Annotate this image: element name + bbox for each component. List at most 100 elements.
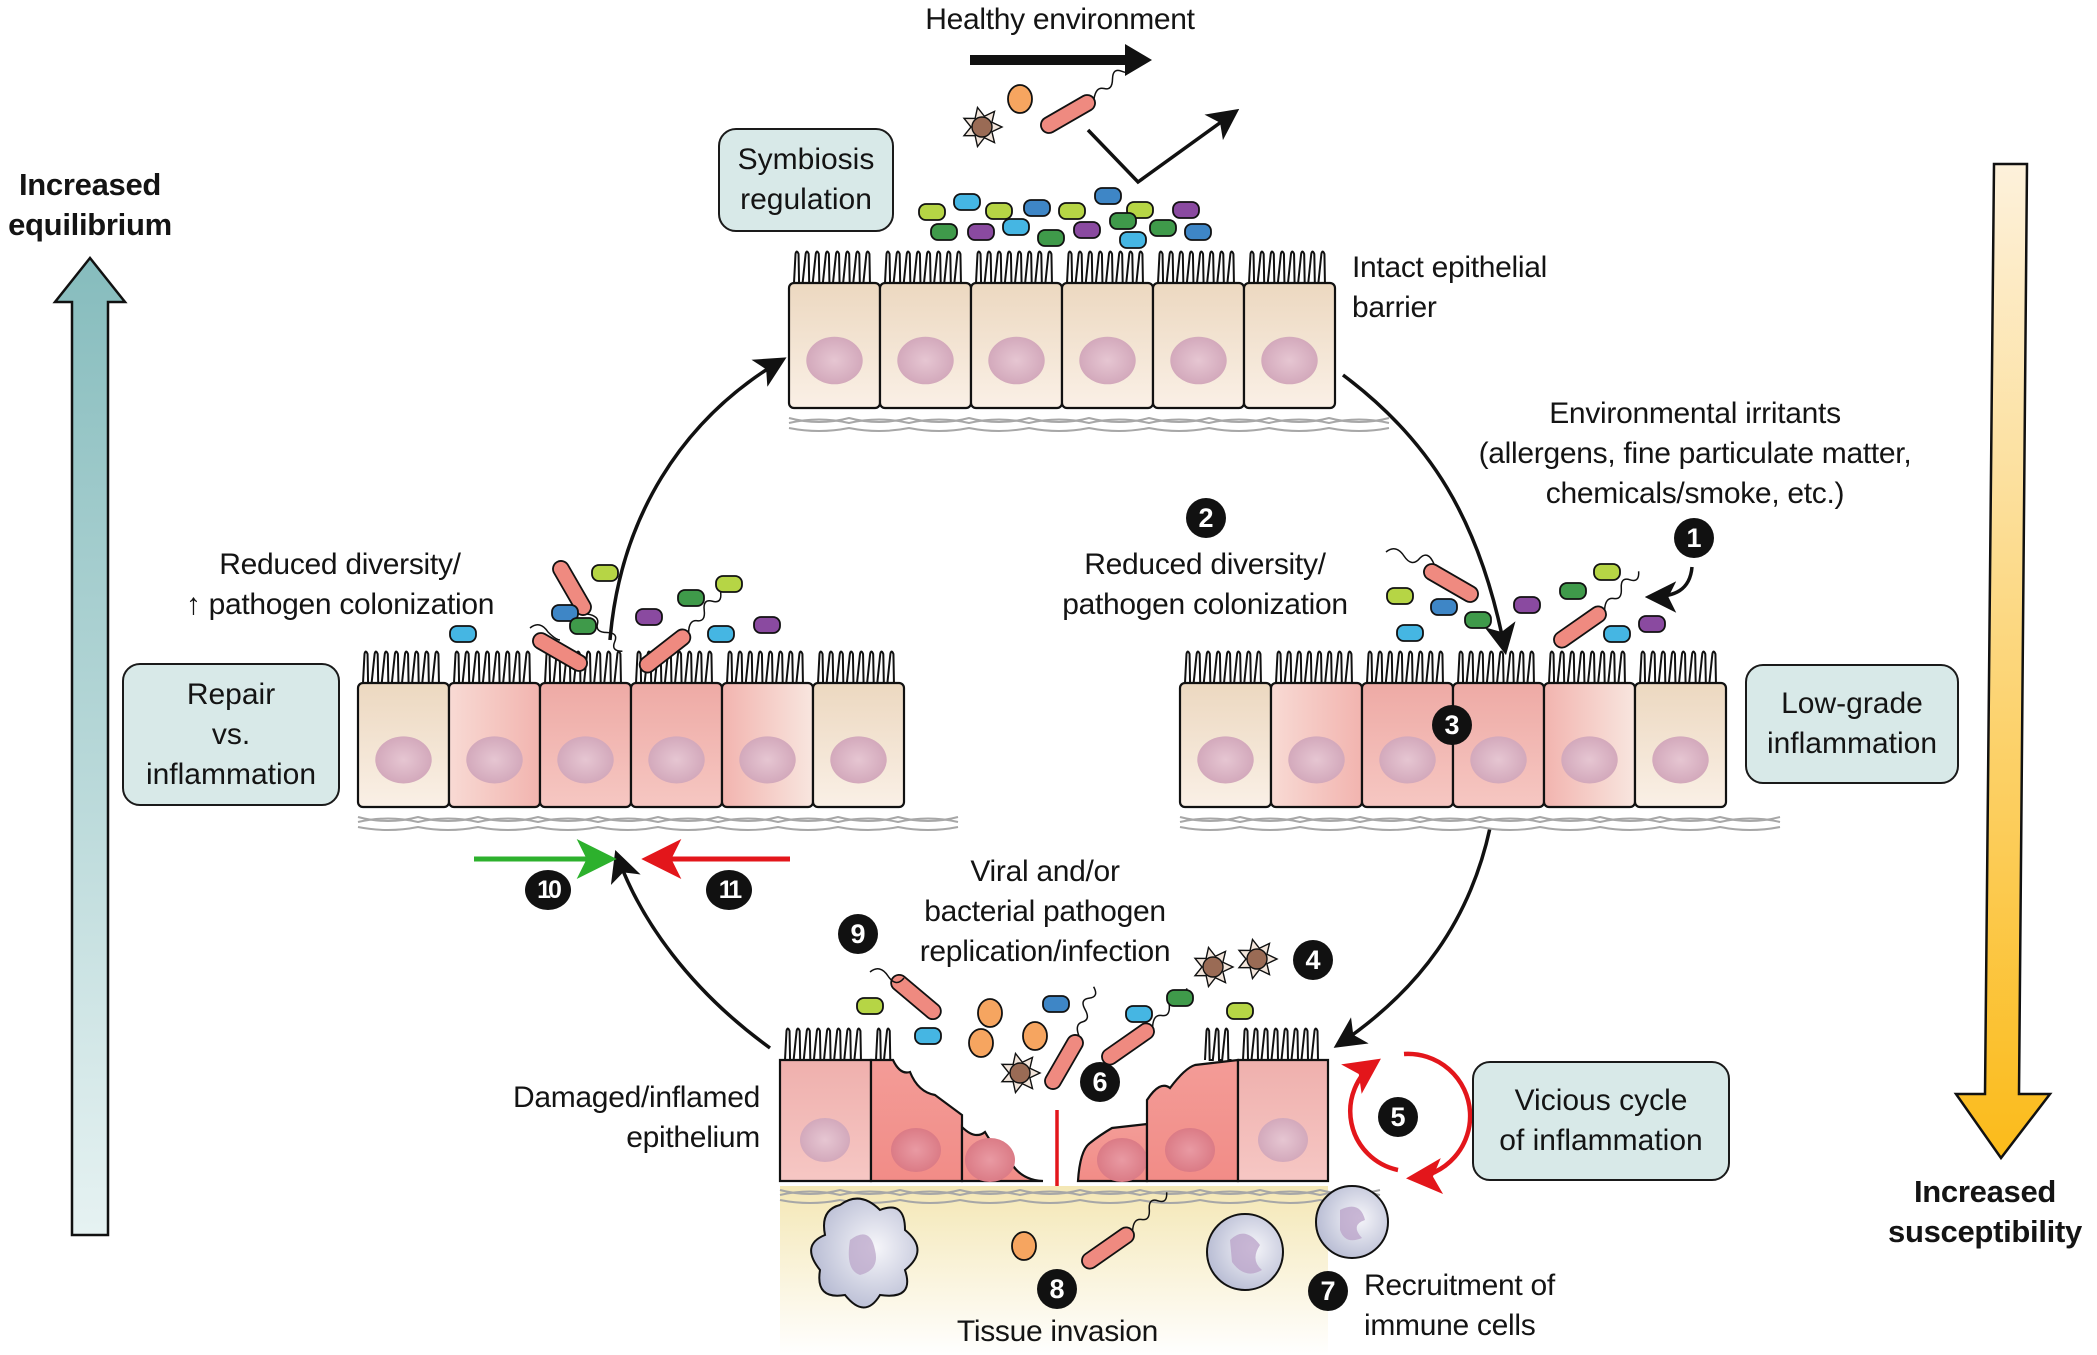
coccus-bacterium <box>1022 1021 1048 1051</box>
nucleus <box>897 336 954 385</box>
pathogen-rod-bacterium <box>1553 571 1640 649</box>
commensal-bacterium <box>1149 219 1177 237</box>
nucleus <box>1379 736 1436 784</box>
commensal-bacterium <box>677 589 705 607</box>
damaged-cell <box>1076 1122 1149 1183</box>
epithelial-cell <box>878 250 973 410</box>
commensal-bacterium <box>967 223 995 241</box>
step-3-badge: 3 <box>1432 705 1472 745</box>
macrophage-nucleus <box>848 1234 876 1275</box>
virus-particle <box>1193 945 1235 989</box>
pathogen-rod-bacterium <box>890 973 942 1021</box>
commensal-bacterium <box>1603 625 1631 643</box>
reduced-diversity-label-left: Reduced diversity/↑ pathogen colonizatio… <box>185 548 495 621</box>
commensal-bacterium <box>1023 199 1051 217</box>
commensal-bacterium <box>1094 187 1122 205</box>
nucleus <box>1165 1128 1215 1172</box>
epithelial-cell <box>1269 650 1364 809</box>
cycle-arrow-right-to-bottom <box>1333 827 1492 1048</box>
nucleus <box>1197 736 1254 784</box>
pathogen-rod-bacterium <box>532 632 588 672</box>
commensal-bacterium <box>1593 563 1621 581</box>
step-6-badge: 6 <box>1080 1062 1120 1102</box>
commensal-bacterium <box>1172 201 1200 219</box>
commensal-bacterium <box>1073 221 1101 239</box>
susceptibility-arrow <box>1953 162 2053 1161</box>
commensal-bacterium <box>1396 624 1424 642</box>
damaged-cell <box>869 1058 964 1183</box>
damaged-cell <box>778 1058 873 1183</box>
step-11-badge: 11 <box>706 870 752 910</box>
commensal-bacterium <box>1125 1005 1153 1023</box>
step-4-badge: 4 <box>1293 940 1333 980</box>
step-2-badge: 2 <box>1186 498 1226 538</box>
commensal-bacterium <box>1464 611 1492 629</box>
cycle-arrow-left-to-top <box>608 357 787 641</box>
virus-particle <box>1237 937 1279 981</box>
low-grade-epithelium <box>1178 650 1781 831</box>
commensal-bacterium <box>449 625 477 643</box>
commensal-bacterium <box>753 616 781 634</box>
reduced-diversity-label-right: Reduced diversity/pathogen colonization <box>1062 548 1348 621</box>
pathogen-rod-bacterium <box>1040 63 1133 134</box>
commensal-bacterium <box>1184 223 1212 241</box>
cycle-arrow-top-to-right <box>1341 373 1516 656</box>
damaged-cell <box>960 1124 1044 1183</box>
nucleus <box>800 1118 850 1162</box>
epithelial-cell <box>1542 650 1637 809</box>
step-9-badge: 9 <box>838 914 878 954</box>
virus-particle <box>1000 1051 1042 1095</box>
commensal-bacterium <box>1559 582 1587 600</box>
coccus-bacterium <box>977 998 1003 1028</box>
commensal-bacterium <box>1119 231 1147 249</box>
nucleus <box>1079 336 1136 385</box>
epithelial-cell <box>1633 650 1728 809</box>
step-8-badge: 8 <box>1037 1269 1077 1309</box>
step-1-badge: 1 <box>1674 518 1714 558</box>
nucleus <box>891 1128 941 1172</box>
nucleus <box>965 1138 1015 1182</box>
epithelial-cell <box>447 650 542 809</box>
epithelial-cell <box>787 250 882 410</box>
epithelial-cell <box>969 250 1064 410</box>
epithelial-cell <box>1178 650 1273 809</box>
epithelial-cell <box>629 650 724 809</box>
commensal-bacterium <box>569 617 597 635</box>
virus-particle <box>962 105 1004 149</box>
neutrophil-nucleus <box>1230 1233 1262 1274</box>
commensal-bacterium <box>856 997 884 1015</box>
commensal-bacterium <box>551 604 579 622</box>
pathogen-rod-bacterium <box>552 560 623 653</box>
irritant-arrow <box>1644 566 1694 613</box>
commensal-bacterium <box>591 564 619 582</box>
epithelial-cell <box>720 650 815 809</box>
epithelial-cell <box>1451 650 1546 809</box>
epithelial-cell <box>1151 250 1246 410</box>
nucleus <box>739 736 796 784</box>
environmental-irritants-label: Environmental irritants(allergens, fine … <box>1478 397 1912 510</box>
deflection-arrow <box>1086 108 1240 185</box>
step-10-badge: 10 <box>525 870 571 910</box>
damaged-cell <box>1236 1058 1330 1183</box>
pathogen-rod-bacterium <box>1044 986 1097 1090</box>
nucleus <box>988 336 1045 385</box>
nucleus <box>1652 736 1709 784</box>
commensal-bacterium <box>635 608 663 626</box>
nucleus <box>557 736 614 784</box>
healthy-environment-label: Healthy environment <box>925 3 1195 36</box>
commensal-bacterium <box>1430 598 1458 616</box>
nucleus <box>1470 736 1527 784</box>
commensal-bacterium <box>1513 596 1541 614</box>
coccus-bacterium <box>968 1028 994 1058</box>
nucleus <box>1261 336 1318 385</box>
lymphocyte-nucleus <box>1340 1206 1365 1241</box>
